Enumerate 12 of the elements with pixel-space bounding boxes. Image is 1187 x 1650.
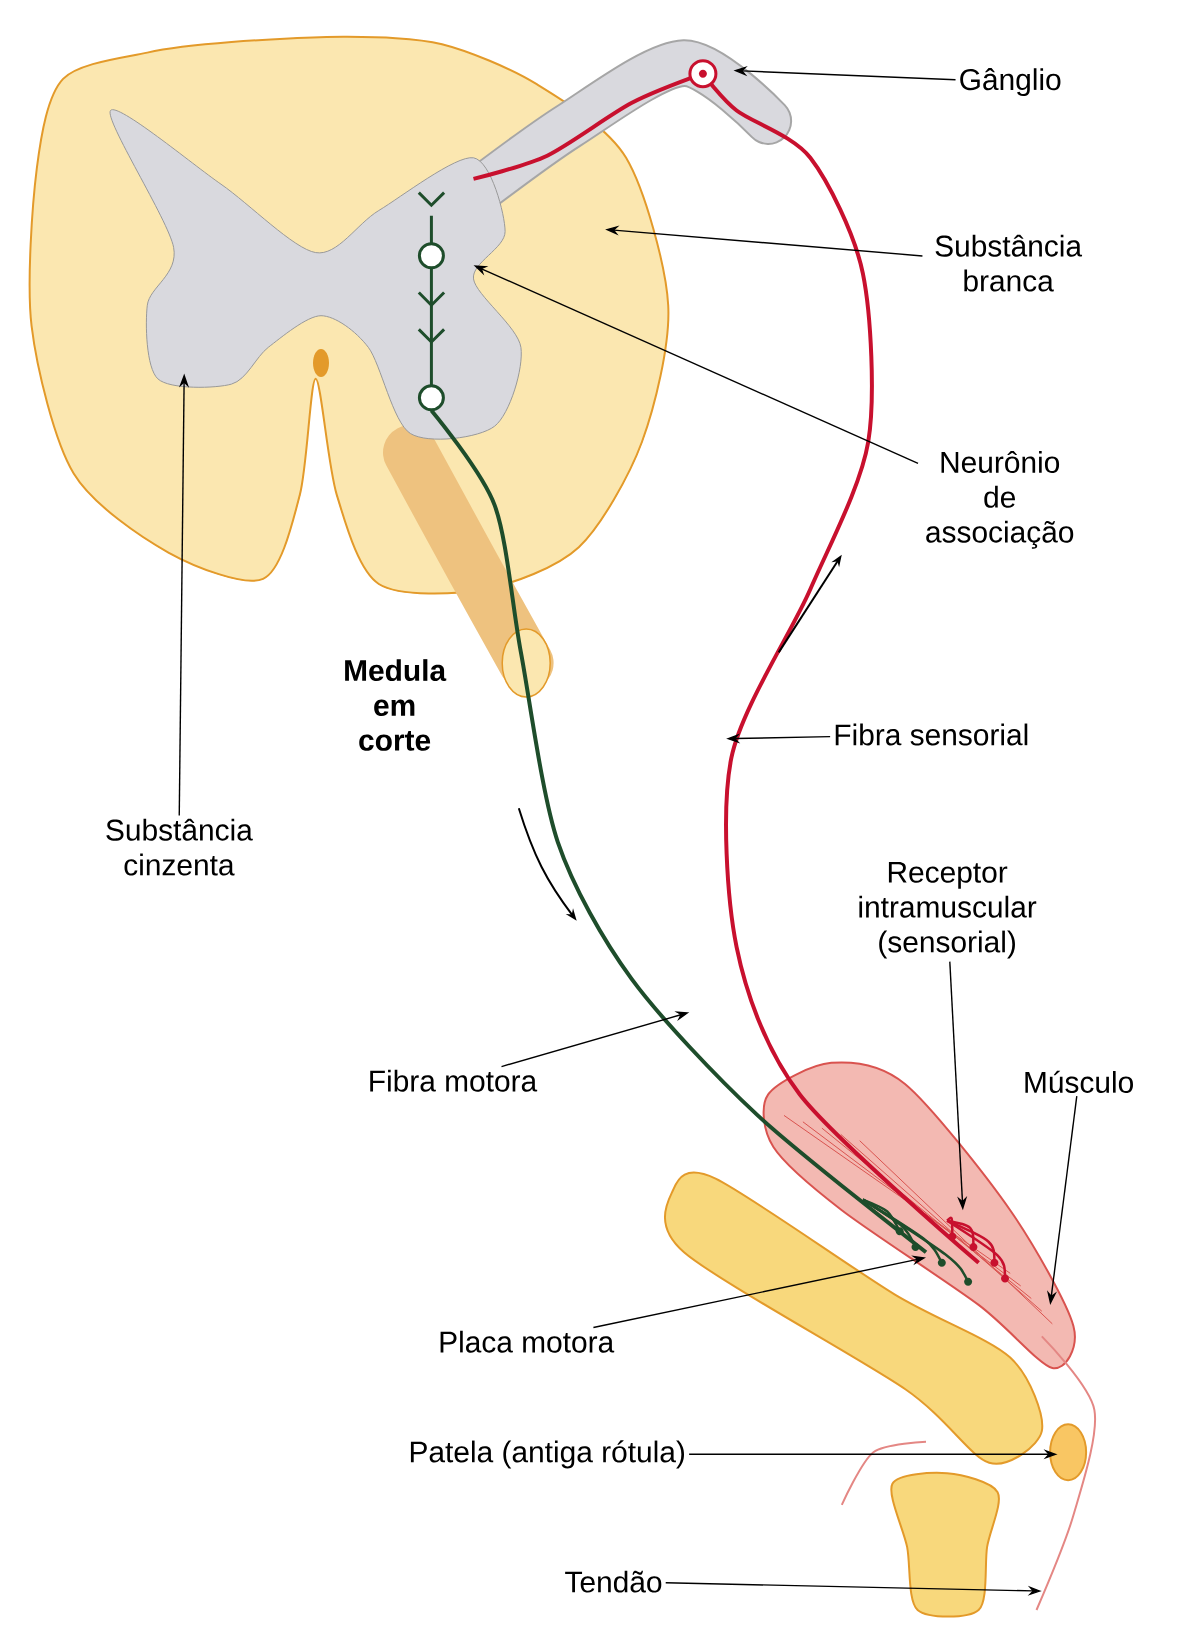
part-label: Músculo <box>1025 1070 1133 1093</box>
part-label: Substância cinzenta <box>106 818 253 876</box>
title-label: Medula em corte <box>345 659 447 751</box>
part-label: Tendão <box>565 1570 662 1593</box>
part-label: Placa motora <box>440 1330 615 1353</box>
part-label: Receptor intramuscular (sensorial) <box>859 861 1037 959</box>
part-label: Fibra sensorial <box>835 723 1028 746</box>
part-label: Fibra motora <box>370 1069 538 1092</box>
part-label: Neurônio de associação <box>926 450 1074 549</box>
part-label: Gânglio <box>960 68 1061 97</box>
part-label: Substância branca <box>935 234 1083 292</box>
part-label: Patela (antiga rótula) <box>410 1440 684 1469</box>
